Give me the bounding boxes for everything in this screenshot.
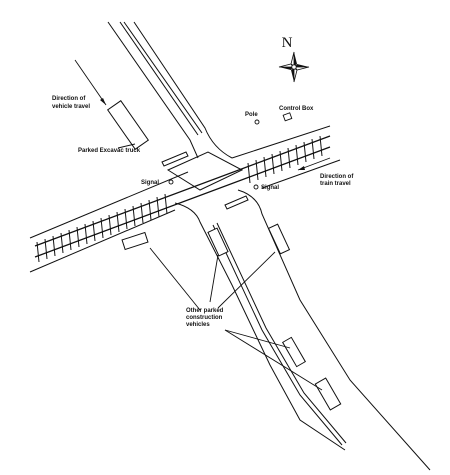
signal-right-marker bbox=[253, 184, 259, 190]
compass-rose: N bbox=[278, 35, 310, 83]
rail-ties bbox=[36, 135, 323, 263]
signal-left-label: Signal bbox=[141, 180, 159, 186]
direction-arrows bbox=[74, 59, 331, 171]
rail-south bbox=[34, 146, 331, 258]
vehicle-direction-arrow bbox=[74, 59, 107, 106]
road-upper-east-edge bbox=[133, 21, 233, 159]
construction-vehicle-3 bbox=[281, 336, 307, 368]
vehicle-travel-label-line2: vehicle travel bbox=[52, 104, 90, 110]
construction-vehicle-4 bbox=[314, 377, 342, 411]
north-letter: N bbox=[282, 35, 293, 51]
other-vehicles-label-line2: construction bbox=[186, 315, 223, 321]
other-vehicles-label-line1: Other parked bbox=[186, 308, 224, 314]
train-travel-label-line2: train travel bbox=[320, 181, 351, 187]
railway bbox=[34, 135, 331, 263]
crossing-gates bbox=[161, 151, 249, 210]
road-upper-west-edge bbox=[107, 21, 199, 159]
excavac-label: Parked Excavac truck bbox=[78, 148, 141, 154]
other-vehicles-label-line3: vehicles bbox=[186, 322, 210, 328]
control-box-label: Control Box bbox=[279, 106, 314, 112]
construction-vehicle-1 bbox=[207, 227, 229, 257]
site-features bbox=[168, 112, 293, 190]
control-box-marker bbox=[282, 112, 293, 122]
leader-lines bbox=[117, 143, 323, 391]
cross-street-south-edge bbox=[29, 209, 176, 273]
labels: Direction of vehicle travel Parked Excav… bbox=[52, 96, 354, 328]
road-lower-east-edge bbox=[237, 189, 431, 471]
crossing-pad bbox=[166, 151, 244, 191]
gate-east bbox=[224, 195, 249, 210]
construction-vehicle-2 bbox=[267, 223, 291, 255]
road-lower-west-edge bbox=[174, 202, 346, 451]
signal-left-marker bbox=[168, 179, 174, 185]
vehicles bbox=[106, 100, 342, 411]
vehicle-travel-label-line1: Direction of bbox=[52, 96, 86, 102]
pole-label: Pole bbox=[245, 112, 258, 118]
cross-street-north-edge bbox=[29, 171, 189, 239]
signal-right-label: Signal bbox=[261, 185, 279, 191]
excavac-truck bbox=[106, 100, 150, 150]
train-travel-label-line1: Direction of bbox=[320, 174, 354, 180]
road bbox=[29, 21, 431, 471]
parked-vehicle-west bbox=[121, 231, 149, 251]
pole-marker bbox=[254, 119, 260, 125]
gate-west bbox=[161, 151, 189, 167]
